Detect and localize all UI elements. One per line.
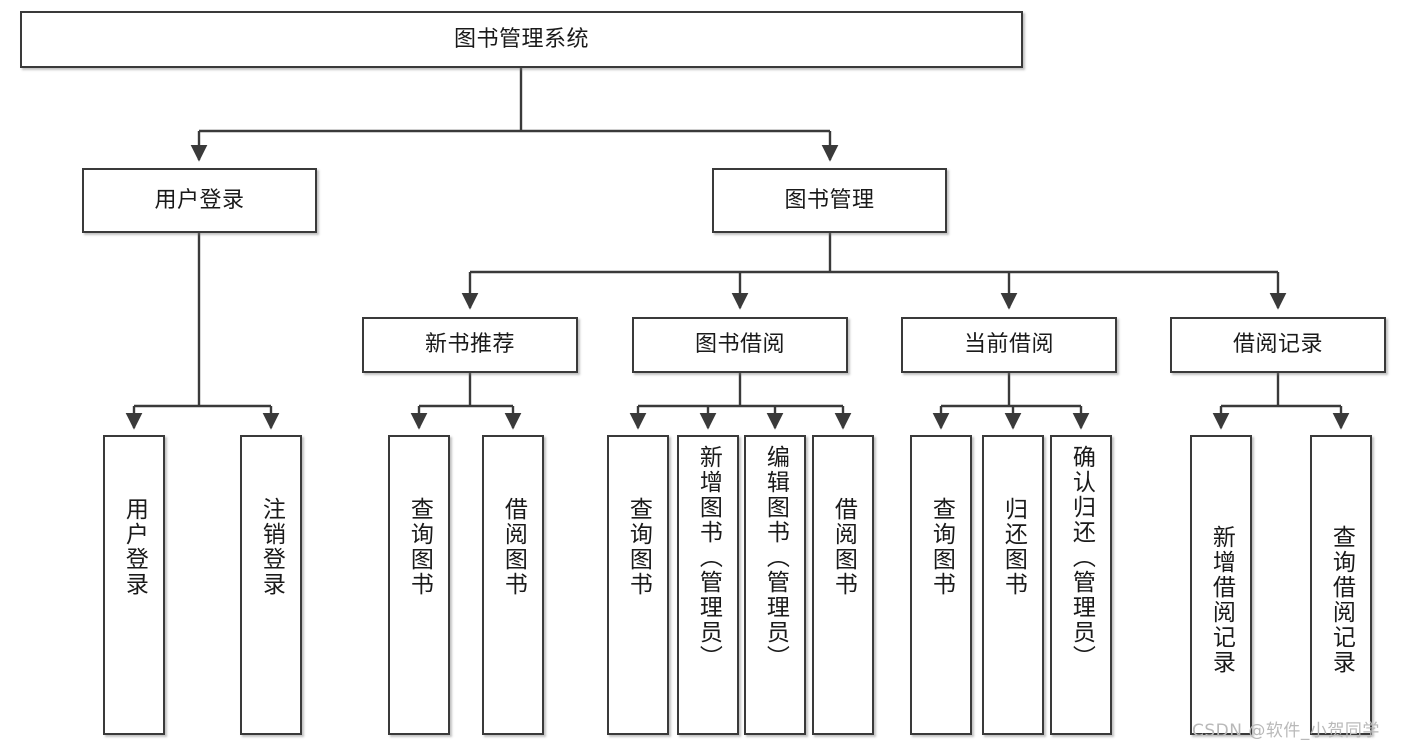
- node-leaf-borrow-book-1[interactable]: 借阅图书: [482, 435, 544, 735]
- node-leaf-add-record-label: 新增借阅记录: [1208, 525, 1235, 675]
- node-book-manage-label: 图书管理: [784, 187, 875, 213]
- node-leaf-query-book-3[interactable]: 查询图书: [910, 435, 972, 735]
- node-book-manage[interactable]: 图书管理: [712, 168, 947, 233]
- node-leaf-edit-book[interactable]: 编辑图书（管理员）: [744, 435, 806, 735]
- node-leaf-borrow-book-2[interactable]: 借阅图书: [812, 435, 874, 735]
- node-leaf-user-login[interactable]: 用户登录: [103, 435, 165, 735]
- node-user-login-label: 用户登录: [154, 187, 245, 213]
- node-leaf-edit-book-label: 编辑图书（管理员）: [762, 445, 789, 670]
- node-leaf-borrow-book-1-label: 借阅图书: [500, 497, 527, 597]
- node-leaf-borrow-book-2-label: 借阅图书: [830, 497, 857, 597]
- node-leaf-return-book[interactable]: 归还图书: [982, 435, 1044, 735]
- node-leaf-add-record[interactable]: 新增借阅记录: [1190, 435, 1252, 735]
- node-leaf-query-book-2[interactable]: 查询图书: [607, 435, 669, 735]
- node-new-book-rec[interactable]: 新书推荐: [362, 317, 578, 373]
- node-leaf-query-record-label: 查询借阅记录: [1328, 525, 1355, 675]
- node-leaf-return-book-label: 归还图书: [1000, 497, 1027, 597]
- node-root-label: 图书管理系统: [453, 26, 589, 52]
- node-leaf-query-book-3-label: 查询图书: [928, 497, 955, 597]
- node-borrow-record[interactable]: 借阅记录: [1170, 317, 1386, 373]
- node-current-borrow-label: 当前借阅: [963, 332, 1054, 357]
- node-leaf-query-book-1[interactable]: 查询图书: [388, 435, 450, 735]
- node-leaf-add-book-label: 新增图书（管理员）: [695, 445, 722, 670]
- node-leaf-confirm-return-label: 确认归还（管理员）: [1068, 445, 1095, 670]
- node-leaf-query-record[interactable]: 查询借阅记录: [1310, 435, 1372, 735]
- node-borrow-record-label: 借阅记录: [1232, 332, 1323, 357]
- node-leaf-confirm-return[interactable]: 确认归还（管理员）: [1050, 435, 1112, 735]
- csdn-watermark: CSDN @软件_小贺同学: [1192, 721, 1380, 741]
- node-root[interactable]: 图书管理系统: [20, 11, 1023, 68]
- node-leaf-logout-label: 注销登录: [258, 497, 285, 597]
- node-leaf-user-login-label: 用户登录: [121, 497, 148, 597]
- node-leaf-query-book-1-label: 查询图书: [406, 497, 433, 597]
- node-leaf-logout[interactable]: 注销登录: [240, 435, 302, 735]
- node-new-book-rec-label: 新书推荐: [424, 332, 515, 357]
- node-current-borrow[interactable]: 当前借阅: [901, 317, 1117, 373]
- node-book-borrow-label: 图书借阅: [694, 332, 785, 357]
- node-user-login[interactable]: 用户登录: [82, 168, 317, 233]
- node-leaf-add-book[interactable]: 新增图书（管理员）: [677, 435, 739, 735]
- node-book-borrow[interactable]: 图书借阅: [632, 317, 848, 373]
- node-leaf-query-book-2-label: 查询图书: [625, 497, 652, 597]
